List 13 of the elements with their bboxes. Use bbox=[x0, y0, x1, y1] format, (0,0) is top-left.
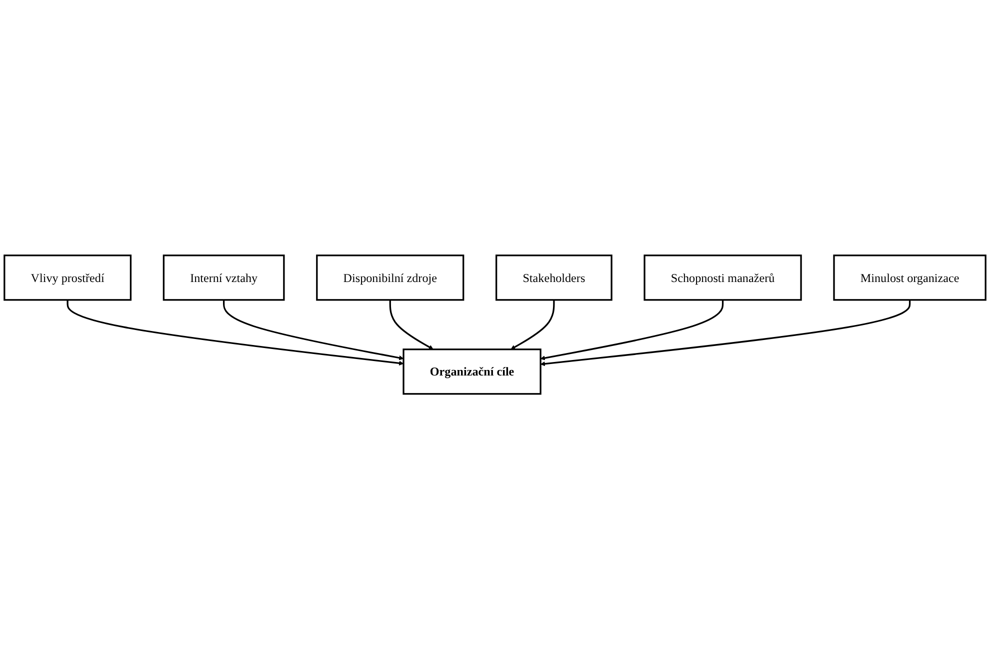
arrow bbox=[540, 300, 911, 367]
arrow bbox=[222, 300, 404, 361]
node-box: Organizační cíle bbox=[402, 348, 542, 396]
node-box: Schopnosti manažerů bbox=[644, 254, 802, 302]
arrow bbox=[540, 300, 724, 361]
node-box: Minulost organizace bbox=[833, 254, 986, 302]
node-box: Interní vztahy bbox=[162, 254, 285, 302]
node-box: Stakeholders bbox=[496, 254, 612, 302]
arrow bbox=[510, 300, 555, 350]
node-box: Disponibilní zdroje bbox=[316, 254, 464, 302]
arrow bbox=[389, 300, 434, 350]
arrow bbox=[66, 300, 404, 366]
node-box: Vlivy prostředí bbox=[4, 254, 132, 302]
